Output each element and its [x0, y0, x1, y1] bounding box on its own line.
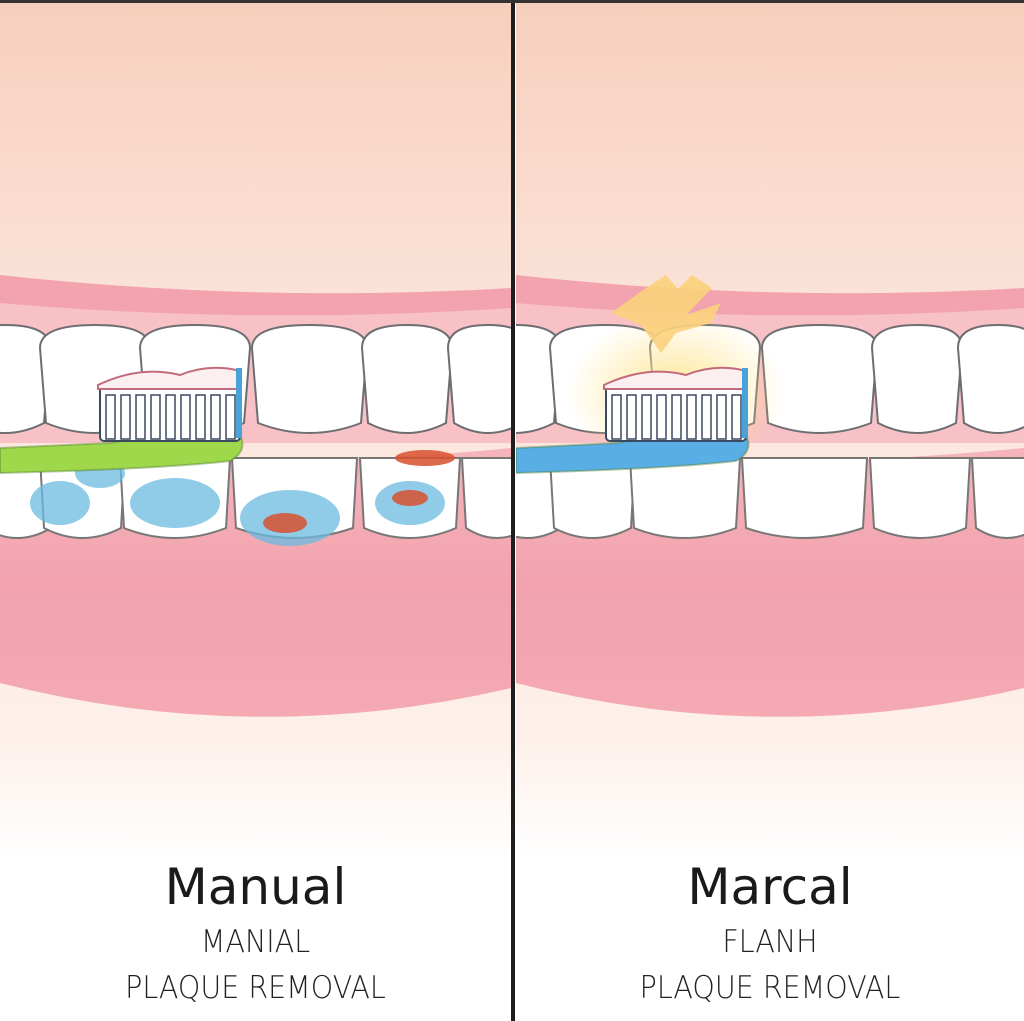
electric-plaque-caption: PLAQUE REMOVAL	[639, 970, 901, 1006]
plaque-inflammation	[395, 450, 455, 466]
plaque-inflammation	[263, 513, 307, 533]
toothbrush-bristle	[150, 394, 161, 440]
plaque-deposit	[130, 478, 220, 528]
toothbrush-bristle	[210, 394, 221, 440]
toothbrush-bristle	[120, 394, 131, 440]
manual-plaque-caption: PLAQUE REMOVAL	[125, 970, 386, 1006]
electric-caption: Marcal FLANH PLAQUE REMOVAL	[516, 855, 1024, 1011]
upper-tooth	[956, 323, 1024, 434]
upper-tooth	[760, 323, 879, 434]
toothbrush-bristle	[626, 394, 637, 440]
manual-teeth-illustration	[0, 3, 511, 1021]
electric-subtitle: FLANH	[722, 924, 818, 960]
lower-tooth	[548, 457, 637, 539]
toothbrush-bristle	[225, 394, 236, 440]
toothbrush-bristle	[731, 394, 742, 440]
manual-subtitle: MANIAL	[200, 924, 311, 960]
toothbrush-neck	[236, 368, 242, 438]
toothbrush-bristle	[686, 394, 697, 440]
toothbrush-bristle	[180, 394, 191, 440]
upper-tooth	[446, 323, 511, 434]
toothbrush-bristle	[656, 394, 667, 440]
upper-tooth	[870, 323, 964, 434]
manual-title: Manual	[164, 858, 347, 916]
toothbrush-bristle	[105, 394, 116, 440]
manual-panel: Manual MANIAL PLAQUE REMOVAL	[0, 3, 511, 1021]
manual-caption: Manual MANIAL PLAQUE REMOVAL	[0, 855, 511, 1011]
electric-title: Marcal	[687, 858, 853, 916]
electric-panel: Marcal FLANH PLAQUE REMOVAL	[516, 3, 1024, 1021]
toothbrush-neck	[742, 368, 748, 438]
plaque-inflammation	[392, 490, 428, 506]
toothbrush-bristle	[641, 394, 652, 440]
toothbrush-bristle	[671, 394, 682, 440]
upper-tooth	[360, 323, 454, 434]
lower-tooth	[868, 457, 972, 539]
toothbrush-bristle	[195, 394, 206, 440]
upper-tooth	[250, 323, 369, 434]
sparkle-burst	[611, 275, 721, 353]
lower-tooth	[740, 457, 869, 539]
lower-tooth	[628, 457, 742, 539]
electric-teeth-illustration	[516, 3, 1024, 1021]
plaque-deposit	[30, 481, 90, 525]
toothbrush-bristle	[701, 394, 712, 440]
panel-divider	[511, 3, 515, 1021]
toothbrush-bristle	[165, 394, 176, 440]
toothbrush-bristle	[716, 394, 727, 440]
toothbrush-bristle	[135, 394, 146, 440]
lower-tooth	[970, 457, 1024, 539]
lower-tooth	[460, 457, 511, 539]
toothbrush-bristle	[611, 394, 622, 440]
